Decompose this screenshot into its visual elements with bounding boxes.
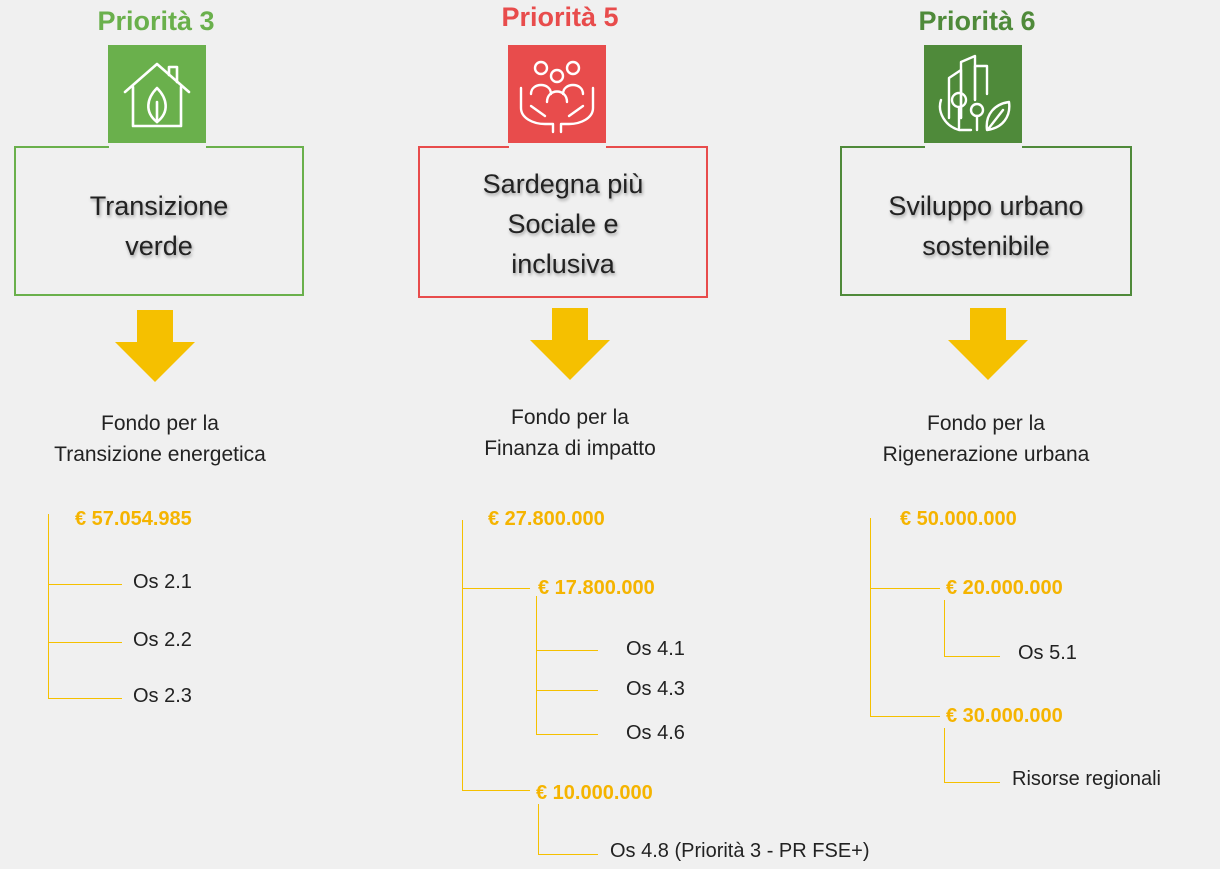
amount-group-10000000: € 10.000.000: [536, 782, 653, 804]
fund-label-transizione-energetica: Fondo per la Transizione energetica: [54, 412, 266, 466]
sardegna-sociale-frame: [418, 146, 708, 298]
priority-6-title: Priorità 6: [918, 6, 1036, 36]
os-4-8: Os 4.8 (Priorità 3 - PR FSE+): [610, 840, 870, 862]
theme-label-transizione-verde: Transizione verde: [89, 191, 229, 261]
city-tree-leaf-icon: [924, 45, 1022, 143]
os-4-3: Os 4.3: [626, 678, 685, 700]
sviluppo-urbano-frame: [840, 146, 1132, 296]
transizione-verde-frame: [14, 146, 304, 296]
theme-label-sardegna-sociale: Sardegna più Sociale e inclusiva: [482, 169, 644, 279]
os-4-6: Os 4.6: [626, 722, 685, 744]
os-2-3: Os 2.3: [133, 685, 192, 707]
os-2-1: Os 2.1: [133, 571, 192, 593]
amount-total-transizione: € 57.054.985: [75, 508, 192, 530]
tree-connector: [870, 518, 871, 716]
people-in-hands-icon: [508, 45, 606, 143]
amount-group-20000000: € 20.000.000: [946, 577, 1063, 599]
os-5-1: Os 5.1: [1018, 642, 1077, 664]
priority-3-title: Priorità 3: [97, 6, 215, 36]
down-arrow-icon: [530, 308, 610, 385]
amount-group-17800000: € 17.800.000: [538, 577, 655, 599]
fund-label-finanza-impatto: Fondo per la Finanza di impatto: [484, 406, 656, 460]
tree-connector: [462, 520, 463, 790]
os-2-2: Os 2.2: [133, 629, 192, 651]
amount-group-30000000: € 30.000.000: [946, 705, 1063, 727]
down-arrow-icon: [115, 310, 195, 387]
down-arrow-icon: [948, 308, 1028, 385]
amount-total-rigenerazione: € 50.000.000: [900, 508, 1017, 530]
green-house-leaf-icon: [108, 45, 206, 143]
theme-label-sviluppo-urbano: Sviluppo urbano sostenibile: [888, 191, 1084, 261]
priority-5-title: Priorità 5: [501, 2, 619, 32]
tree-connector: [48, 514, 49, 698]
fund-label-rigenerazione-urbana: Fondo per la Rigenerazione urbana: [882, 412, 1090, 466]
os-4-1: Os 4.1: [626, 638, 685, 660]
amount-total-finanza: € 27.800.000: [488, 508, 605, 530]
risorse-regionali: Risorse regionali: [1012, 768, 1161, 790]
